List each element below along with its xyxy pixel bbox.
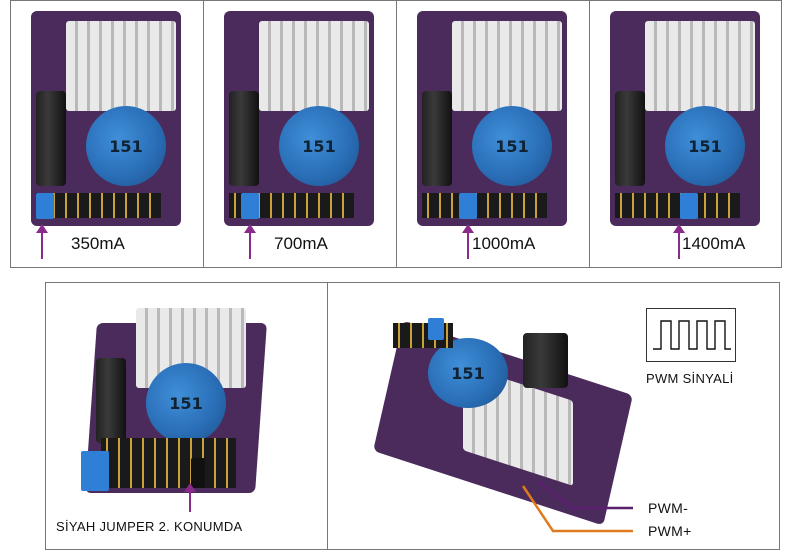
blue-jumper bbox=[428, 318, 444, 340]
arrow-indicator bbox=[462, 224, 474, 259]
blue-jumper bbox=[241, 193, 259, 219]
pwm-signal-label: PWM SİNYALİ bbox=[646, 371, 734, 386]
blue-jumper bbox=[81, 451, 109, 491]
driver-board-angled-photo: 151 bbox=[81, 303, 271, 498]
pwm-minus-label: PWM- bbox=[648, 500, 689, 516]
current-label: 1400mA bbox=[682, 234, 746, 253]
pwm-wires bbox=[521, 480, 633, 533]
current-label: 1000mA bbox=[472, 234, 536, 253]
pwm-minus-wire bbox=[537, 480, 633, 510]
setting-cell-350ma: 151 350mA bbox=[11, 1, 204, 267]
setting-cell-1400ma: 151 1400mA bbox=[590, 1, 781, 267]
pwm-signal-icon bbox=[646, 308, 736, 362]
pwm-plus-label: PWM+ bbox=[648, 523, 692, 539]
inductor-marking: 151 bbox=[279, 106, 359, 186]
pwm-connection-cell: 151 PWM SİNYALİ PWM- PWM+ bbox=[328, 283, 779, 549]
driver-board-wired-photo: 151 bbox=[368, 313, 633, 526]
arrow-indicator bbox=[244, 224, 256, 259]
driver-board-photo: 151 bbox=[417, 11, 567, 226]
inductor-marking: 151 bbox=[86, 106, 166, 186]
inductor-marking: 151 bbox=[665, 106, 745, 186]
blue-jumper bbox=[36, 193, 54, 219]
current-label: 350mA bbox=[71, 234, 125, 253]
driver-board-photo: 151 bbox=[224, 11, 374, 226]
black-jumper-caption: SİYAH JUMPER 2. KONUMDA bbox=[56, 519, 243, 534]
pwm-plus-wire bbox=[521, 485, 633, 533]
current-label: 700mA bbox=[274, 234, 328, 253]
inductor-marking: 151 bbox=[146, 363, 226, 443]
arrow-indicator bbox=[673, 224, 685, 259]
setting-cell-700ma: 151 700mA bbox=[204, 1, 397, 267]
driver-board-photo: 151 bbox=[31, 11, 181, 226]
bottom-panel: 151 SİYAH JUMPER 2. KONUMDA 151 PWM SİNY… bbox=[45, 282, 780, 550]
black-jumper bbox=[191, 458, 205, 488]
arrow-indicator bbox=[184, 483, 196, 512]
setting-cell-1000ma: 151 1000mA bbox=[397, 1, 590, 267]
black-jumper-cell: 151 SİYAH JUMPER 2. KONUMDA bbox=[46, 283, 328, 549]
driver-board-photo: 151 bbox=[610, 11, 760, 226]
inductor-marking: 151 bbox=[428, 338, 508, 408]
top-jumper-settings-panel: 151 350mA 151 700mA 151 1000mA bbox=[10, 0, 782, 268]
inductor-marking: 151 bbox=[472, 106, 552, 186]
blue-jumper bbox=[680, 193, 698, 219]
blue-jumper bbox=[459, 193, 477, 219]
arrow-indicator bbox=[36, 224, 48, 259]
